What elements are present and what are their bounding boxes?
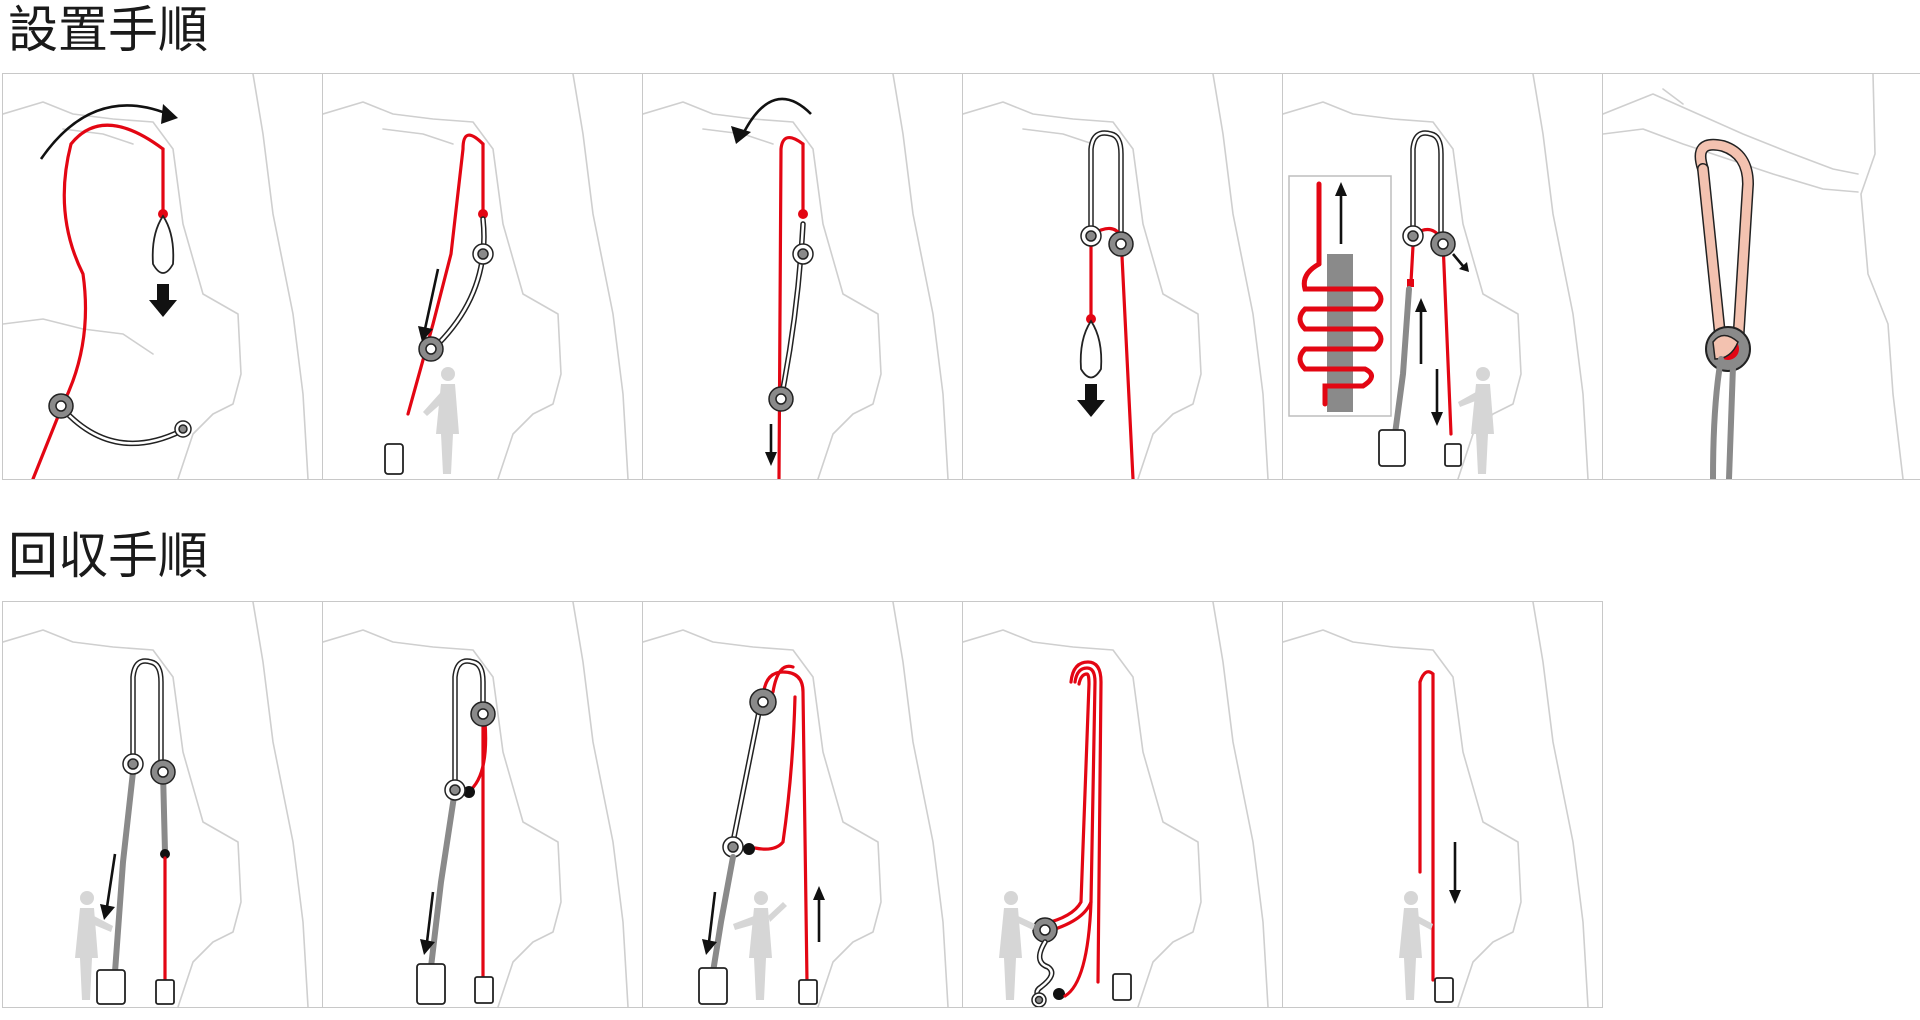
tree-background: [323, 602, 629, 1007]
throw-weight-icon: [1079, 319, 1103, 379]
setup-section-title: 設置手順: [8, 1, 208, 59]
main-rope: [1710, 356, 1724, 479]
retrieval-step-1-panel: [2, 601, 323, 1008]
retrieval-step-3-illustration: [643, 602, 949, 1007]
rope-bag-small-icon: [155, 979, 175, 1005]
setup-step-1-illustration: [3, 74, 309, 479]
down-arrow-icon: [418, 268, 440, 342]
setup-step-6-panel: [1603, 73, 1920, 480]
retrieval-step-2-panel: [323, 601, 643, 1008]
tree-background: [643, 74, 949, 479]
down-arrow-icon: [1449, 842, 1461, 904]
retrieval-step-5-panel: [1283, 601, 1603, 1008]
setup-step-6-illustration: [1603, 74, 1904, 479]
tree-background: [963, 602, 1269, 1007]
throw-weight-icon: [151, 214, 175, 274]
rope-marker: [158, 209, 168, 219]
up-arrow-icon: [1335, 182, 1347, 244]
knot-detail-inset: [1288, 175, 1392, 417]
rope-bag-small-icon: [474, 976, 494, 1004]
rope-bag-small-icon: [1434, 977, 1454, 1003]
down-arrow-icon: [100, 853, 117, 920]
up-arrow-icon: [813, 886, 825, 942]
retrieval-step-3-panel: [643, 601, 963, 1008]
person-icon: [423, 367, 459, 474]
retrieval-step-4-illustration: [963, 602, 1269, 1007]
retrieval-step-4-panel: [963, 601, 1283, 1008]
setup-step-5-panel: [1283, 73, 1603, 480]
rope: [1418, 670, 1435, 982]
setup-step-4-panel: [963, 73, 1283, 480]
rope-bag-small-icon: [1112, 973, 1132, 1001]
main-rope: [1392, 286, 1412, 437]
sling-final: [1696, 140, 1753, 349]
down-arrow-icon: [1431, 369, 1443, 426]
retrieval-step-5-illustration: [1283, 602, 1589, 1007]
person-icon: [733, 891, 787, 1000]
down-arrow-icon: [420, 891, 435, 955]
setup-step-2-illustration: [323, 74, 629, 479]
tree-background: [1603, 74, 1904, 479]
person-icon: [1458, 367, 1494, 474]
setup-step-4-illustration: [963, 74, 1269, 479]
main-rope: [112, 769, 136, 975]
main-rope: [428, 787, 458, 970]
setup-step-2-panel: [323, 73, 643, 480]
rope-bag-icon: [698, 967, 728, 1005]
rope-bag-icon: [384, 443, 404, 475]
retrieval-step-1-illustration: [3, 602, 309, 1007]
rope-bag-small-icon: [1444, 443, 1462, 467]
pull-arrow-icon: [1452, 253, 1469, 272]
setup-step-3-illustration: [643, 74, 949, 479]
down-arrow-icon: [149, 284, 177, 317]
rope-bag-icon: [1378, 429, 1406, 467]
throw-rope: [31, 123, 165, 479]
retrieval-section-title: 回収手順: [8, 527, 208, 585]
setup-step-1-panel: [2, 73, 323, 480]
setup-step-5-illustration: [1283, 74, 1589, 479]
pull-over-arrow-icon: [731, 97, 812, 144]
tree-background: [3, 602, 309, 1007]
rope: [761, 670, 809, 984]
tree-background: [643, 602, 949, 1007]
rope-bag-small-icon: [798, 979, 818, 1005]
person-icon: [75, 891, 113, 1000]
person-icon: [999, 891, 1035, 1000]
setup-steps-row: [2, 73, 1920, 480]
tree-background: [1283, 74, 1589, 479]
rope-bag-icon: [96, 969, 126, 1005]
rope-bag-icon: [416, 963, 446, 1005]
throw-arrow-icon: [39, 104, 178, 160]
setup-step-3-panel: [643, 73, 963, 480]
retrieval-step-2-illustration: [323, 602, 629, 1007]
rope: [1069, 660, 1103, 984]
rope: [406, 133, 485, 416]
retrieval-steps-row: [2, 601, 1603, 1008]
up-arrow-icon: [1415, 298, 1427, 364]
tree-background: [963, 74, 1269, 479]
main-rope: [710, 854, 736, 975]
down-arrow-icon: [765, 424, 777, 466]
down-arrow-icon: [1077, 384, 1105, 417]
tree-background: [1283, 602, 1589, 1007]
rope: [777, 136, 805, 479]
tree-background: [3, 74, 309, 479]
down-arrow-icon: [702, 891, 717, 955]
tree-background: [323, 74, 629, 479]
person-icon: [1399, 891, 1433, 1000]
